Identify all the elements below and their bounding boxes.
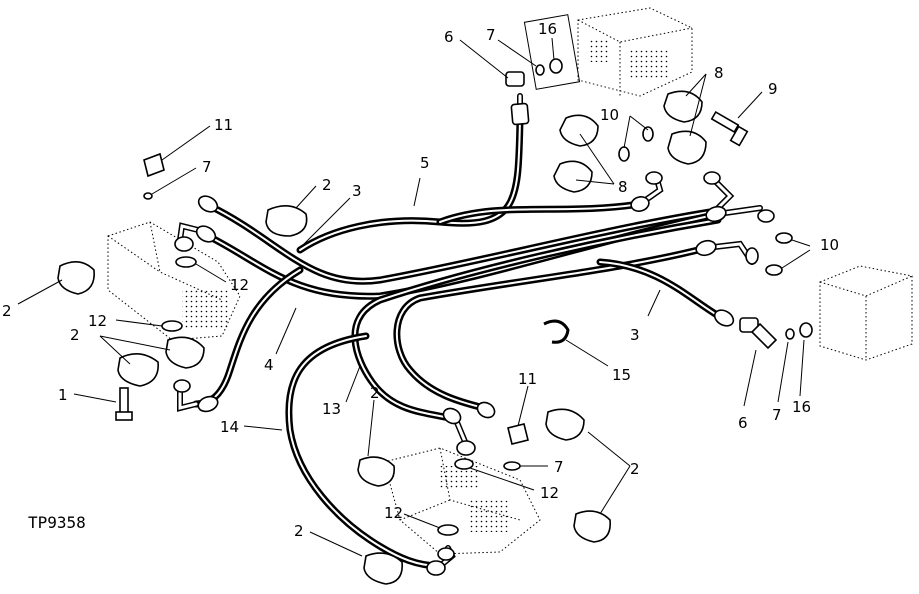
- callout-8-lower: 8: [618, 178, 628, 196]
- callout-7-lower: 7: [554, 458, 564, 476]
- callout-2-left-lower: 2: [70, 326, 80, 344]
- callout-11-left: 11: [214, 116, 233, 134]
- left-valve-block: [107, 221, 241, 341]
- tubes: [177, 93, 763, 569]
- callout-4: 4: [264, 356, 274, 374]
- callout-3-upper: 3: [352, 182, 362, 200]
- callout-6-top: 6: [444, 28, 454, 46]
- callout-7-top: 7: [486, 26, 496, 44]
- top-right-valve-block: [577, 7, 693, 97]
- callout-15: 15: [612, 366, 631, 384]
- callout-7-left: 7: [202, 158, 212, 176]
- callout-10-top: 10: [600, 106, 619, 124]
- callout-11-lower: 11: [518, 370, 537, 388]
- small-parts: [115, 110, 793, 536]
- hoses: [192, 116, 726, 570]
- callout-9: 9: [768, 80, 778, 98]
- callout-2-mid: 2: [370, 384, 380, 402]
- callout-16-top: 16: [538, 20, 557, 38]
- callout-5: 5: [420, 154, 430, 172]
- fittings: [173, 58, 813, 576]
- figure-tag: TP9358: [28, 513, 86, 532]
- callout-2-left: 2: [2, 302, 12, 320]
- callout-13: 13: [322, 400, 341, 418]
- callout-14: 14: [220, 418, 239, 436]
- callout-6-right: 6: [738, 414, 748, 432]
- hose-3-right: [596, 258, 726, 322]
- right-valve-block: [819, 265, 913, 361]
- callout-12-upper: 12: [230, 276, 249, 294]
- callout-2-right-lower: 2: [630, 460, 640, 478]
- callout-2-upper: 2: [322, 176, 332, 194]
- callout-1: 1: [58, 386, 68, 404]
- callout-12-left: 12: [88, 312, 107, 330]
- callout-10-right: 10: [820, 236, 839, 254]
- callout-16-right: 16: [792, 398, 811, 416]
- callout-7-right: 7: [772, 406, 782, 424]
- bottom-valve-block: [383, 447, 541, 555]
- hose-3-lower: [393, 244, 710, 412]
- hose-5: [296, 116, 524, 254]
- leader-lines: [17, 37, 811, 557]
- callout-2-bottom: 2: [294, 522, 304, 540]
- callout-8-top: 8: [714, 64, 724, 82]
- callout-3-lower: 3: [630, 326, 640, 344]
- flanges: [57, 90, 707, 585]
- callout-12-bottom: 12: [384, 504, 403, 522]
- callouts: 6 7 16 8 9 10 8 11 7 5 2 3 2 12 12 2 4 1…: [2, 20, 839, 540]
- callout-12-lower: 12: [540, 484, 559, 502]
- fitting-group-box: [523, 14, 581, 90]
